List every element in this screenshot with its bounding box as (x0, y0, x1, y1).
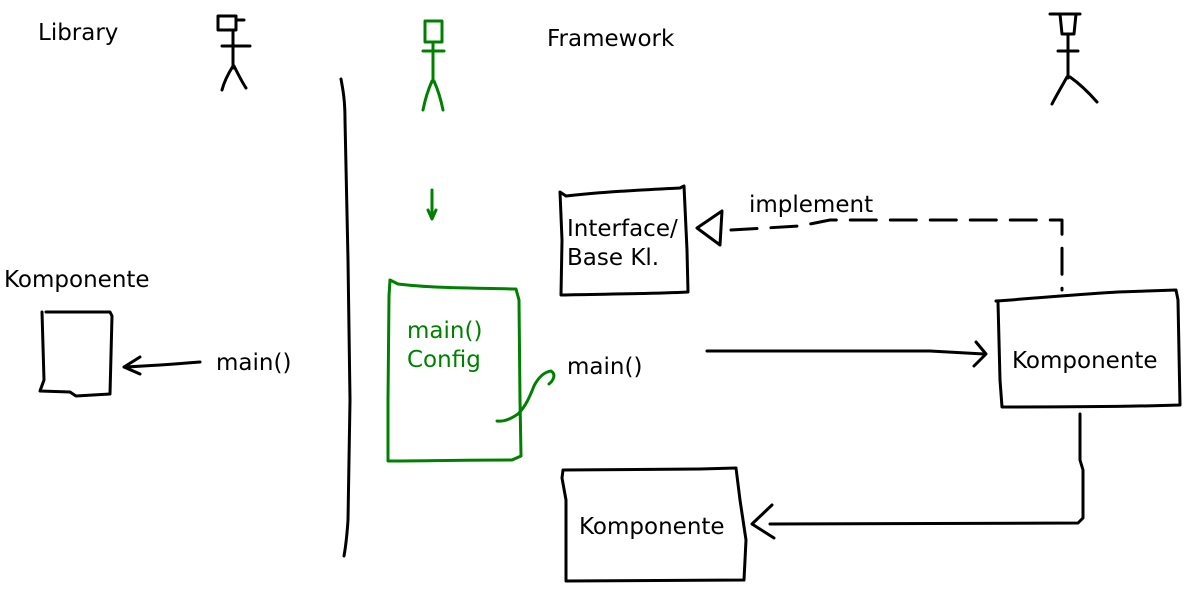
config-box-main-label: main() (407, 318, 482, 344)
config-box-config-label: Config (407, 347, 481, 373)
config-hook-curve (495, 369, 556, 423)
library-title: Library (38, 20, 118, 46)
library-call-arrow (122, 355, 202, 376)
framework-call-label: main() (567, 354, 642, 380)
interface-box-line2: Base Kl. (567, 245, 659, 271)
library-component-label: Komponente (4, 267, 150, 293)
framework-title: Framework (547, 26, 675, 52)
implement-arrow (695, 209, 1064, 292)
framework-user-icon-green (421, 19, 446, 112)
return-arrow-to-bottom-component (750, 412, 1085, 540)
component-right-label: Komponente (1012, 348, 1158, 374)
library-component-box (38, 310, 114, 398)
framework-flow-arrow-green (426, 188, 438, 221)
implement-label: implement (749, 192, 873, 218)
interface-box-line1: Interface/ (567, 216, 678, 242)
component-bottom-label: Komponente (579, 514, 725, 540)
call-arrow-to-component (705, 340, 988, 368)
library-framework-divider (339, 77, 352, 558)
component-bottom-box (560, 466, 748, 583)
library-user-icon (216, 14, 252, 92)
interface-box (558, 184, 690, 297)
config-box (386, 278, 523, 463)
framework-user-icon-right (1048, 12, 1099, 106)
component-right-box (994, 288, 1182, 409)
library-call-label: main() (216, 350, 291, 376)
